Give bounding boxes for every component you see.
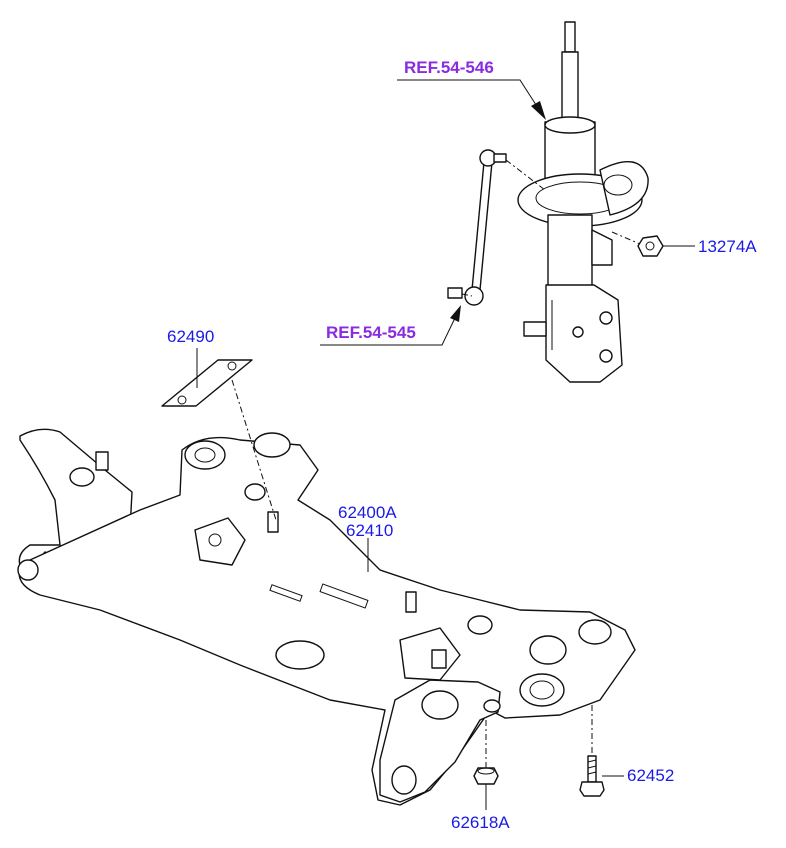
leader-ref-link [320, 317, 456, 346]
label-plate[interactable]: 62490 [167, 327, 214, 346]
centerline-link-top [505, 159, 546, 191]
label-nut-bottom[interactable]: 62618A [451, 813, 510, 832]
label-crossmember-b[interactable]: 62410 [346, 521, 393, 540]
centerline-plate [231, 379, 277, 521]
strut-assembly [517, 21, 649, 383]
label-bolt[interactable]: 62452 [627, 766, 674, 785]
stabilizer-link [447, 149, 507, 306]
label-crossmember-a[interactable]: 62400A [338, 503, 397, 522]
flange-nut-lower [473, 767, 499, 785]
bolt [579, 755, 605, 797]
leader-ref-strut [397, 79, 539, 109]
label-nut-strut[interactable]: 13274A [698, 237, 757, 256]
centerline-nut-strut [611, 231, 641, 245]
crossmember [17, 428, 636, 806]
flange-nut-upper [637, 235, 664, 257]
centerline-link-bottom [461, 293, 473, 297]
arrowhead-ref-strut [531, 101, 546, 120]
label-ref-link[interactable]: REF.54-545 [326, 323, 416, 342]
arrowhead-ref-link [450, 305, 461, 322]
reinforcement-plate [161, 359, 253, 407]
label-ref-strut[interactable]: REF.54-546 [404, 58, 494, 77]
